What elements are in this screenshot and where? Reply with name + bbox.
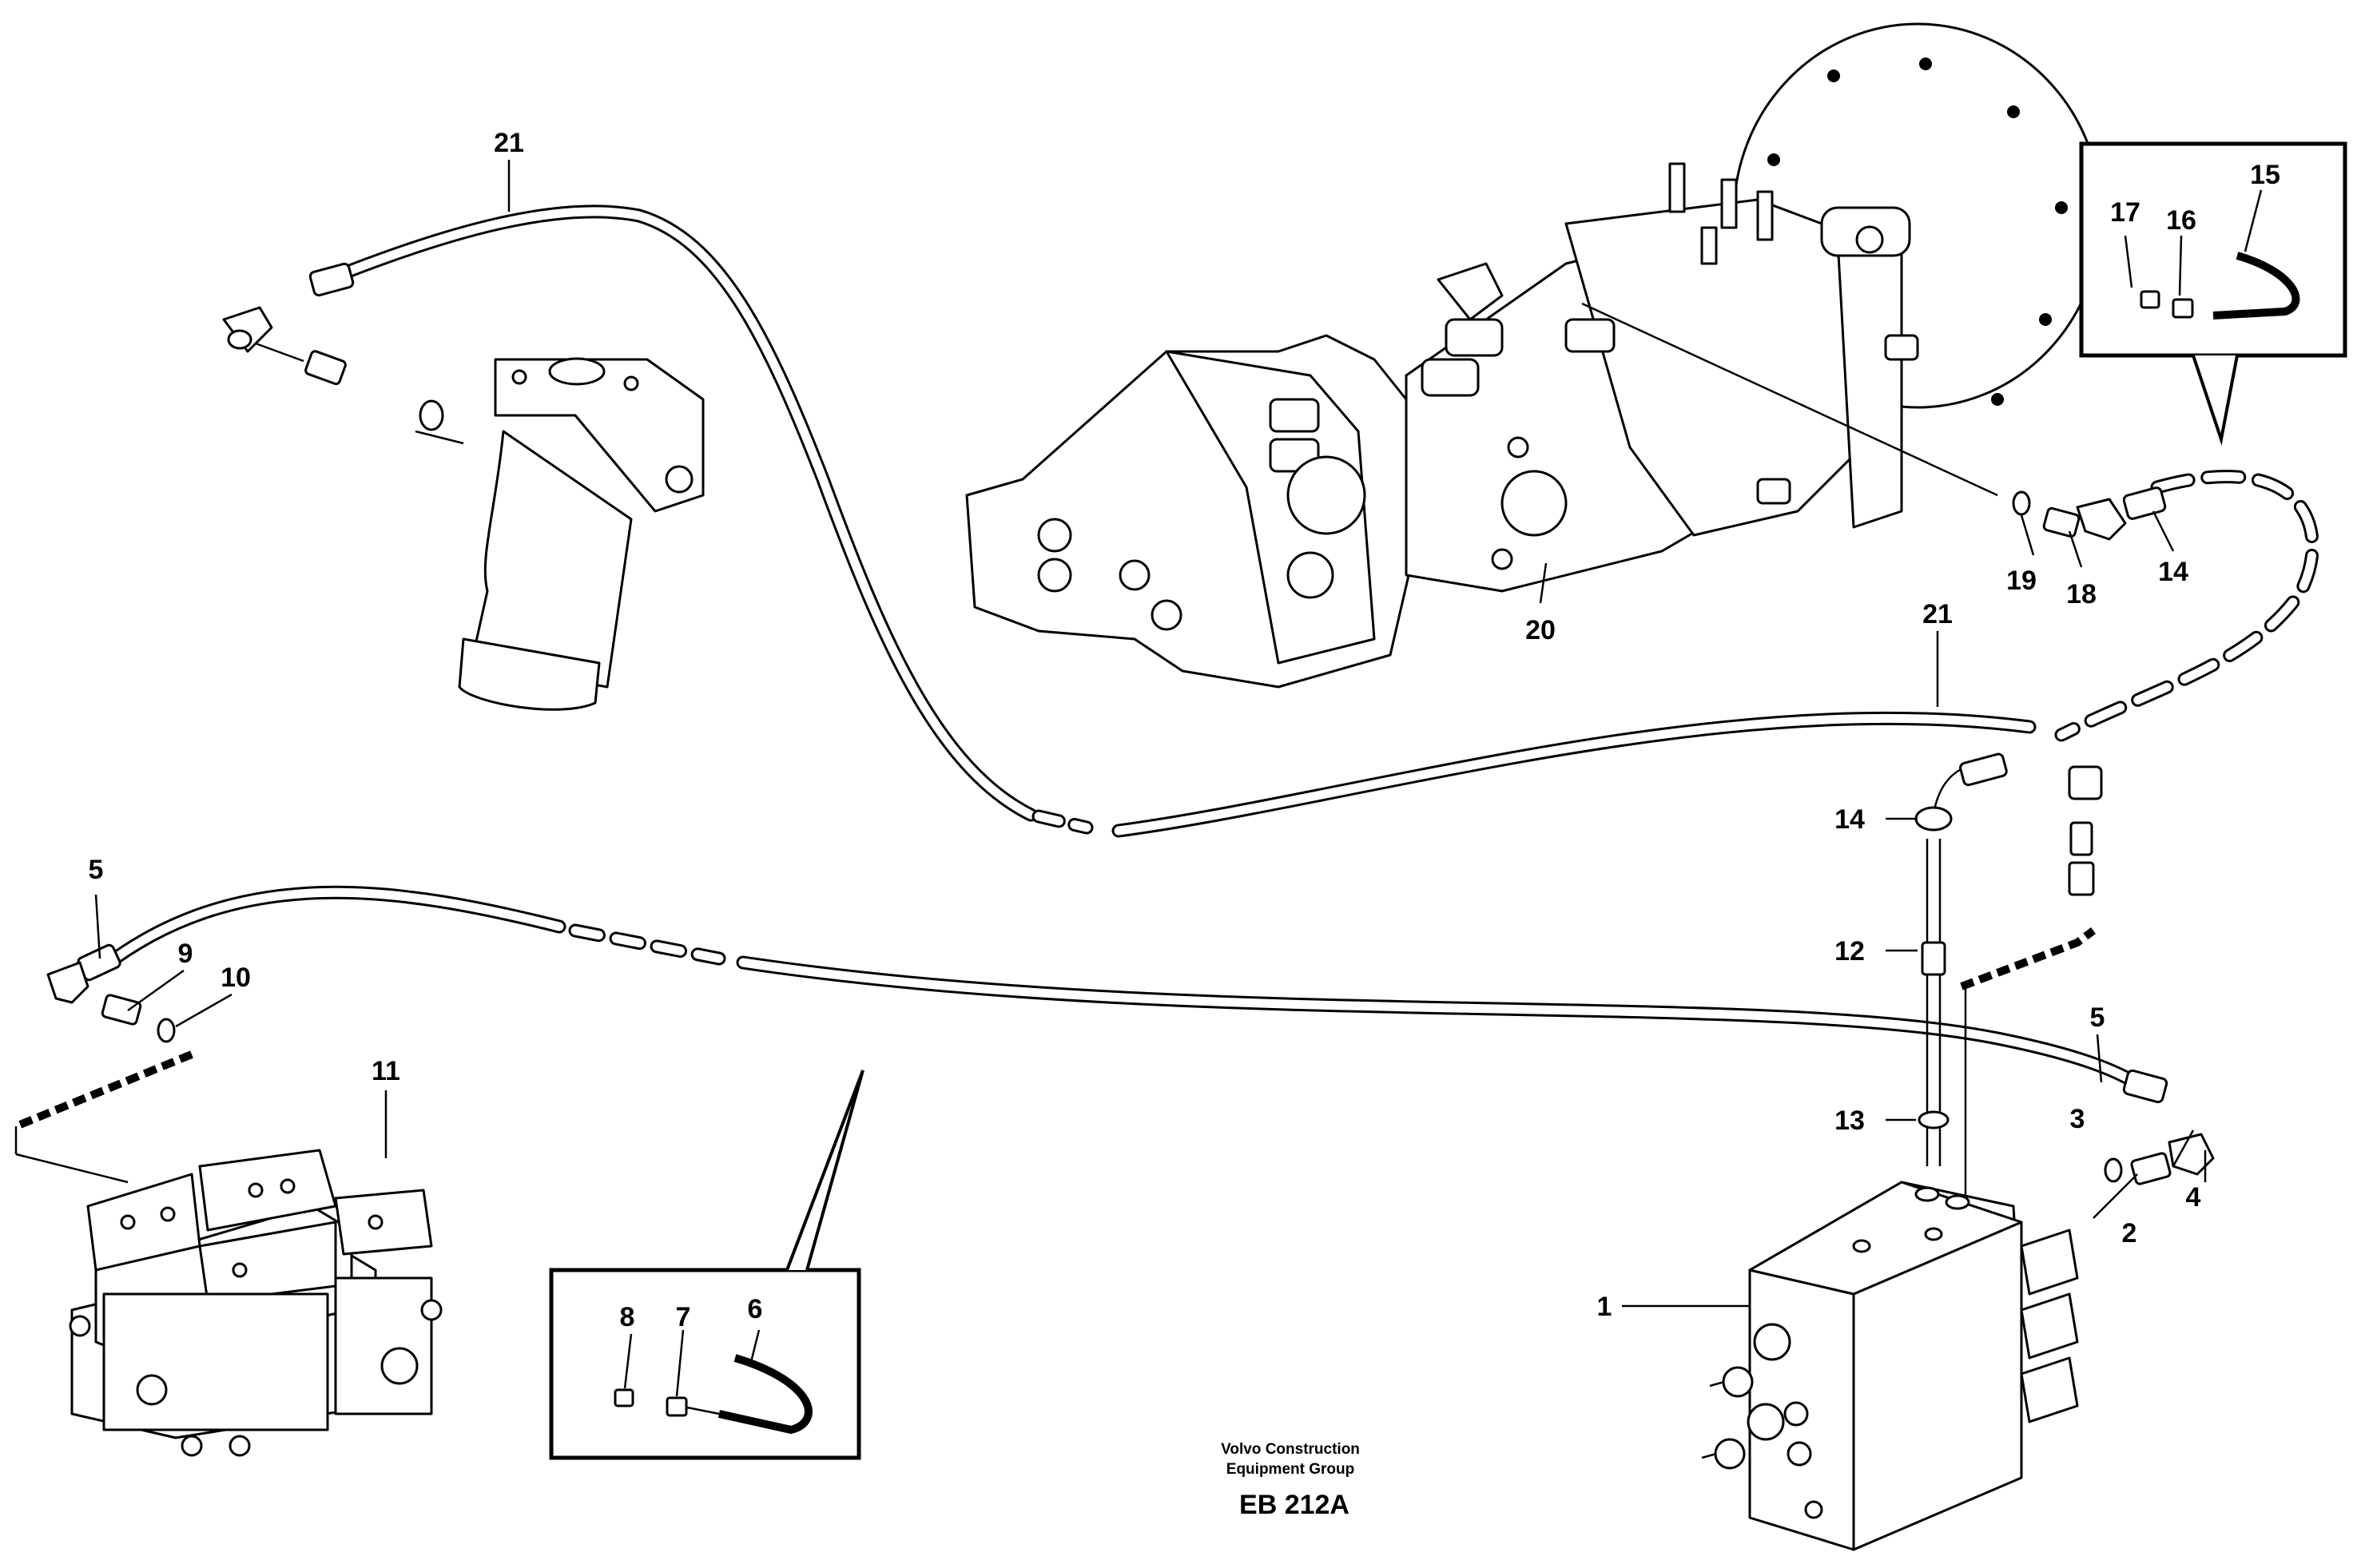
fittings-filter — [222, 262, 444, 431]
callout-4: 4 — [2186, 1182, 2201, 1213]
caption-drawing-code: EB 212A — [1239, 1490, 1349, 1520]
callout-20: 20 — [1525, 615, 1556, 645]
fittings-upper-right — [2012, 486, 2167, 541]
detail-inset-6-7-8 — [549, 1070, 864, 1460]
pump-assembly-20 — [965, 22, 2103, 689]
callout-7: 7 — [676, 1302, 691, 1332]
callout-21-upper: 21 — [494, 128, 524, 158]
callout-16: 16 — [2166, 205, 2196, 236]
callout-8: 8 — [620, 1302, 635, 1332]
leader-lines — [94, 160, 2263, 1397]
control-valve-11 — [69, 1149, 443, 1457]
caption-company-line1: Volvo Construction — [1221, 1441, 1360, 1458]
hose-21-upper — [320, 204, 2037, 838]
callout-6: 6 — [748, 1294, 763, 1324]
callout-12: 12 — [1834, 936, 1865, 967]
callout-labels: 21 21 20 19 18 14 15 16 17 14 12 13 5 3 … — [89, 128, 2280, 1332]
callout-11: 11 — [372, 1056, 400, 1086]
fittings-12-13-14 — [1914, 765, 2103, 1129]
callout-18: 18 — [2066, 579, 2097, 609]
callout-17: 17 — [2110, 197, 2140, 228]
caption-company-line2: Equipment Group — [1226, 1461, 1354, 1478]
fittings-2-3-4 — [2104, 1069, 2215, 1185]
callout-13: 13 — [1834, 1106, 1865, 1136]
detail-inset-15-16-17 — [2079, 141, 2347, 446]
callout-5-right: 5 — [2090, 1002, 2105, 1033]
callout-10: 10 — [221, 963, 251, 993]
callout-3: 3 — [2070, 1104, 2085, 1134]
callout-1: 1 — [1597, 1292, 1612, 1322]
callout-14-lower: 14 — [1834, 804, 1865, 835]
fittings-9-10 — [46, 943, 176, 1043]
callout-5-left: 5 — [89, 855, 104, 885]
hose-21-right-loop — [2054, 470, 2319, 742]
callout-15: 15 — [2250, 160, 2280, 190]
callout-14-upper: 14 — [2158, 557, 2188, 587]
hose-5 — [97, 885, 2148, 1094]
callout-19: 19 — [2006, 566, 2037, 596]
oil-filter — [415, 357, 705, 711]
callout-9: 9 — [178, 939, 193, 969]
valve-block-1 — [1701, 1181, 2079, 1551]
caption-block: Volvo Construction Equipment Group EB 21… — [1221, 1441, 1360, 1520]
callout-2: 2 — [2122, 1218, 2137, 1248]
callout-21-lower: 21 — [1922, 599, 1953, 629]
